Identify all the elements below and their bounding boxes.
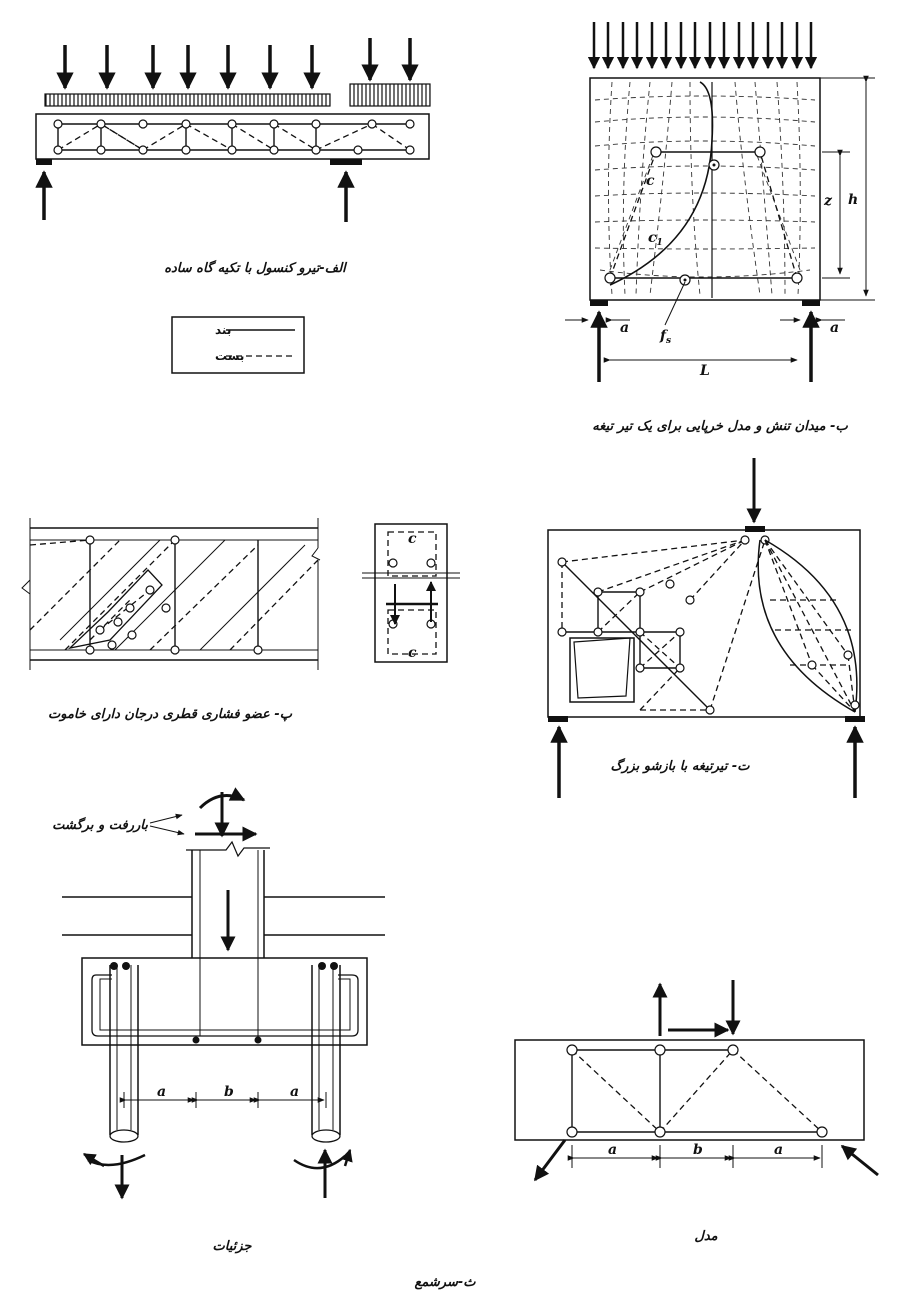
opening-truss [557,535,770,715]
caption-model: مدل [694,1229,717,1244]
web-member [21,518,321,670]
model-cap [514,1039,865,1141]
label-h: h [848,192,858,208]
label-c: c [646,173,655,189]
load-strip [349,83,431,107]
top-load-arrows [587,22,818,70]
label-z: z [823,193,833,209]
deep-beam-truss [604,146,803,286]
label-c1: c1 [648,230,663,248]
right-arch [757,539,860,713]
legend-tie-label: بند [215,323,231,337]
support-plate [802,300,820,306]
panel-se-model: a b a مدل [514,980,879,1244]
label-a: a [774,1142,783,1158]
label-fs: fs [659,328,671,346]
support-plate [548,716,568,722]
support-plate [330,159,362,165]
moment-arrow [293,1155,346,1170]
label-c: c [408,645,417,661]
label-L: L [699,363,710,379]
panel-te: ت- تیرتیغه با بازشو بزرگ [547,458,865,798]
leader-line [149,813,183,824]
pile-reaction-arrow [840,1144,879,1177]
bar-dot [192,1036,200,1044]
pile-cap [81,957,368,1046]
support-plate [36,159,52,165]
label-a: a [830,320,839,336]
pile-reaction-arrow [533,1139,567,1182]
moment-arrow [87,1153,146,1167]
leader-line [149,825,185,836]
label-a: a [620,320,629,336]
label-c: c [408,531,417,547]
legend: بند بست [171,316,305,374]
panel-alef: الف-تیرو کنسول با تکیه گاه ساده [35,38,431,276]
legend-box [171,316,305,374]
label-reversed-load: باررفت و برگشت [52,816,148,833]
support-plate [590,300,608,306]
deep-beam-outline [547,529,861,718]
opening-frame [573,637,631,699]
stress-field-grid [594,81,816,296]
caption-alef: الف-تیرو کنسول با تکیه گاه ساده [164,259,348,276]
label-a: a [608,1142,617,1158]
load-strip [44,93,331,107]
model-truss [566,1044,828,1138]
distributed-load-arrows [56,38,419,90]
label-a: a [157,1084,166,1100]
caption-pe: پ- عضو فشاری قطری درجان دارای خاموت [48,707,293,722]
caption-se: ث-سرشمع [414,1275,476,1290]
bar-dot [254,1036,262,1044]
panel-be: c c1 h z L a a fs ب- میدان تنش و مدل خرپ… [565,22,875,434]
caption-te: ت- تیرتیغه با بازشو بزرگ [611,757,751,774]
caption-be: ب- میدان تنش و مدل خرپایی برای یک تیر تی… [592,419,848,434]
reinforcement [91,974,359,1037]
stress-curve [609,81,714,286]
panel-se-details: باررفت و برگشت [52,787,385,1254]
label-b: b [224,1084,234,1100]
cross-section: c c [362,523,460,663]
opening [569,637,635,703]
fs-leader [664,281,686,326]
reinforcement [99,978,351,1031]
load-plate [745,526,765,532]
label-a: a [290,1084,299,1100]
panel-pe: c c پ- عضو فشاری قطری درجان دارای خاموت [21,518,460,722]
caption-details: جزئیات [213,1239,253,1254]
label-b: b [693,1142,703,1158]
support-plate [845,716,865,722]
deep-beam-outline [589,77,821,301]
beam-truss [53,119,415,155]
pile [109,962,139,1143]
column [186,840,270,1036]
pile [311,962,341,1143]
beam-outline [35,113,430,160]
